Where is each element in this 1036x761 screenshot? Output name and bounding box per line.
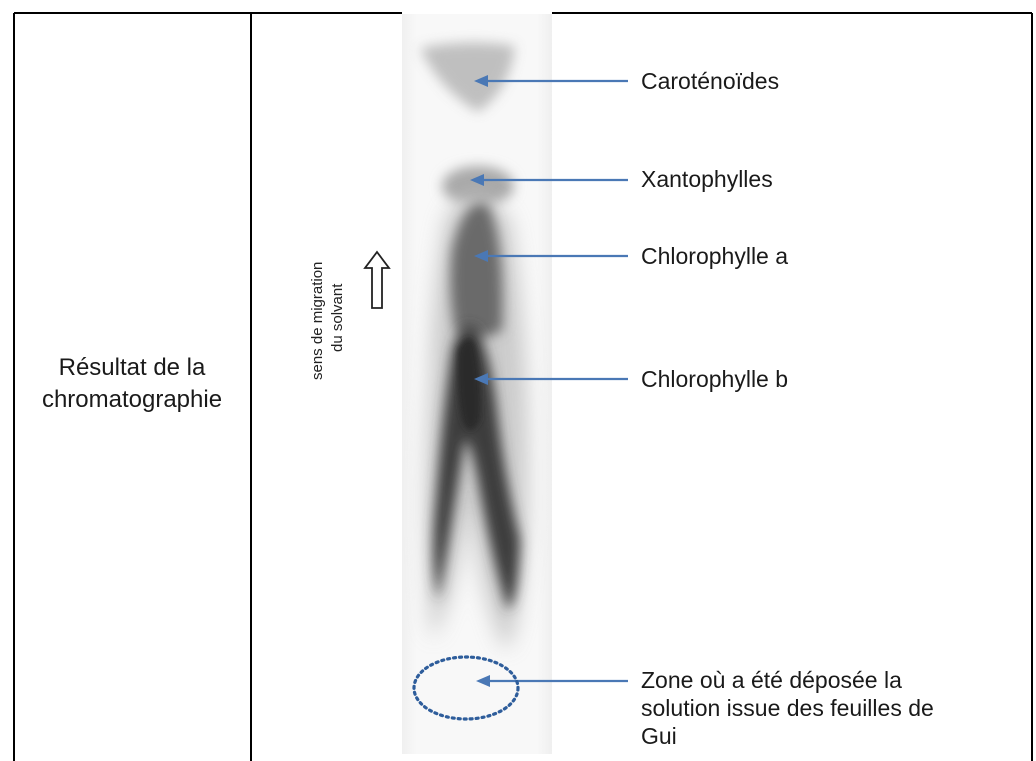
row-label-line2: chromatographie xyxy=(14,384,250,416)
label-carotenoides: Caroténoïdes xyxy=(641,67,779,95)
label-xantophylles: Xantophylles xyxy=(641,165,773,193)
migration-line2: du solvant xyxy=(329,283,346,352)
migration-caption: sens de migration du solvant xyxy=(296,204,356,380)
row-label-line1: Résultat de la xyxy=(14,352,250,384)
row-label: Résultat de la chromatographie xyxy=(14,352,250,416)
deposit-zone-line2: solution issue des feuilles de xyxy=(641,694,1021,722)
migration-arrow-icon xyxy=(365,252,389,308)
deposit-zone-label: Zone où a été déposée la solution issue … xyxy=(641,666,1021,750)
deposit-zone-line1: Zone où a été déposée la xyxy=(641,666,1021,694)
label-chlorophylle-b: Chlorophylle b xyxy=(641,365,788,393)
deposit-zone-line3: Gui xyxy=(641,722,1021,750)
migration-line1: sens de migration xyxy=(309,262,326,380)
label-chlorophylle-a: Chlorophylle a xyxy=(641,242,788,270)
